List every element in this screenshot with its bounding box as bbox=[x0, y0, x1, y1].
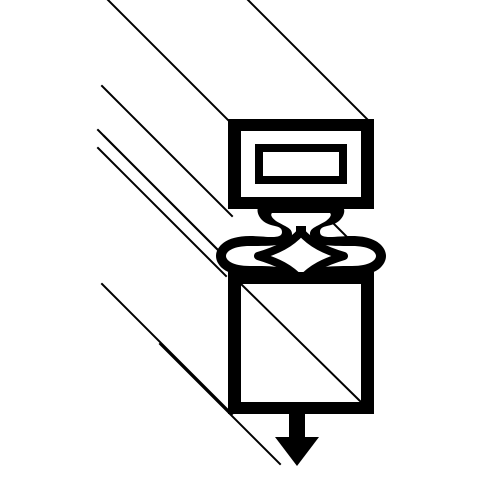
chamber-diagonal bbox=[240, 283, 362, 403]
bottom-bulb-chamber bbox=[228, 272, 374, 414]
depth-line-dart bbox=[158, 342, 282, 466]
dart-arrowhead bbox=[275, 437, 319, 466]
depth-line-mid-2 bbox=[102, 134, 234, 266]
dart-stem bbox=[289, 410, 305, 440]
top-retainer-channel bbox=[228, 119, 374, 209]
depth-line-top-right bbox=[246, 0, 374, 126]
retainer-slot-opening bbox=[263, 152, 339, 176]
extrusion-depth-lines bbox=[96, 0, 374, 466]
bellows-center-core bbox=[264, 236, 338, 276]
depth-line-mid-3 bbox=[96, 146, 228, 278]
depth-line-top-left bbox=[106, 0, 234, 126]
push-in-dart bbox=[275, 410, 319, 466]
depth-line-lower-left bbox=[100, 282, 234, 416]
flex-bellows bbox=[216, 205, 386, 288]
depth-line-upper-left bbox=[100, 84, 234, 218]
